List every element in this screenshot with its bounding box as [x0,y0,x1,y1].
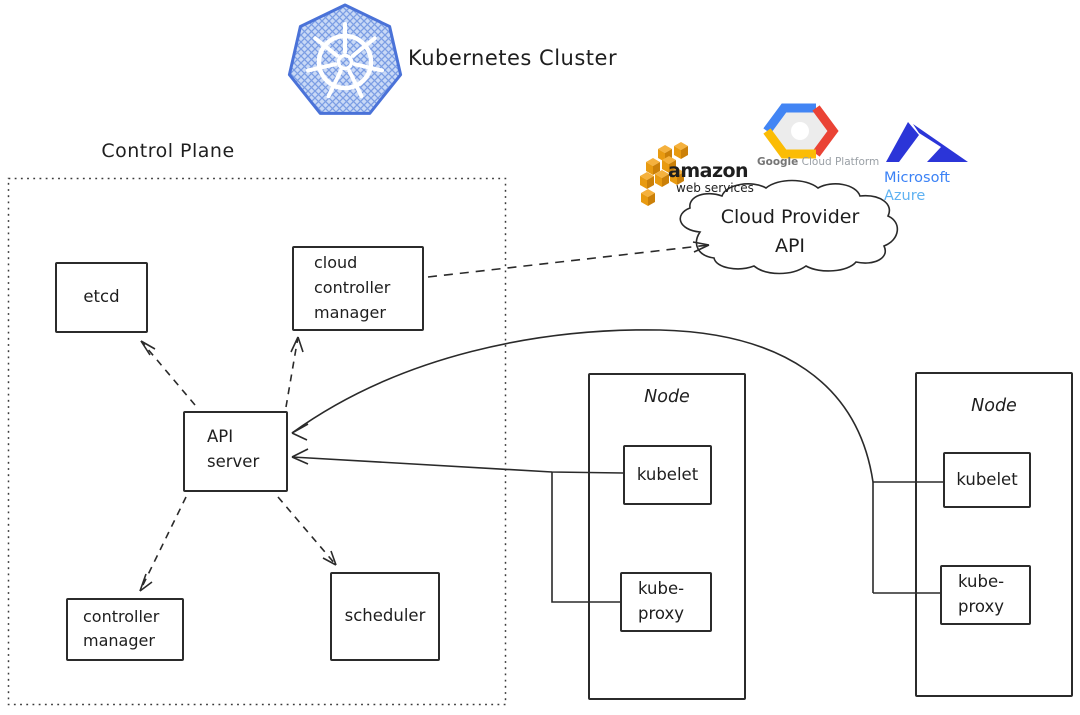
cloud-provider-api-shape [679,179,899,275]
api-server-label: API server [207,427,260,471]
gcp-logo-icon [763,103,839,159]
solid-connectors [291,329,943,603]
cloudapi-arrowhead [692,241,710,253]
aws-wordmark: amazon [668,160,749,182]
node-1-box: Node [588,373,746,700]
node2-to-apiserver-curve [291,329,874,483]
azure-right-wing [913,124,968,162]
ccm-to-cloudapi-line [427,244,710,278]
gcp-wordmark: Google Cloud Platform [757,156,879,168]
dashed-connectors [139,241,710,592]
cloud-provider-api-label: Cloud Provider API [720,206,860,257]
control-plane-boundary [7,177,507,706]
gcp-blue-segment [763,103,816,134]
node-2-kube-proxy-label: kube-proxy [958,572,1005,616]
scheduler-label: scheduler [344,606,426,626]
node1-to-apiserver-line [291,456,624,474]
apiserver-to-scheduler-line [277,496,337,566]
gcp-yellow-segment [763,128,816,159]
ccm-arrowhead [290,336,304,353]
cloud-controller-manager-box: cloud controller manager [292,246,424,331]
controller-manager-label: controller manager [83,607,160,650]
node-1-kube-proxy-label: kube-proxy [638,579,685,623]
node-2-box: Node [915,372,1073,697]
node1-bracket [551,472,620,603]
gcp-center-circle [791,122,809,140]
apiserver-to-controllermanager-line [139,496,187,592]
azure-wordmark-line2: Azure [884,188,926,204]
gcp-red-segment [812,105,839,157]
node-1-kube-proxy-box: kube-proxy [620,572,712,632]
k8s-wheel-spokes [306,22,384,99]
apiserver-to-ccm-line [285,336,299,408]
cloud-controller-manager-label: cloud controller manager [314,253,391,322]
etcd-box: etcd [55,262,148,333]
azure-left-wing [886,122,919,162]
scheduler-arrowhead [322,550,337,566]
node-2-label: Node [971,396,1017,416]
gcp-rest-text: Cloud Platform [801,156,880,168]
node-2-kubelet-label: kubelet [956,469,1018,489]
node-1-kubelet-label: kubelet [636,464,699,484]
etcd-label: etcd [83,287,120,307]
node-1-kubelet-box: kubelet [623,445,712,505]
control-plane-label: Control Plane [101,140,235,162]
apiserver-arrowhead-top [291,423,309,441]
api-server-box: API server [183,411,288,492]
kubernetes-logo-icon [287,3,403,115]
node2-bracket [872,481,943,594]
apiserver-arrowhead-bottom [291,448,309,465]
k8s-wheel-hub [336,53,354,71]
azure-wordmark-line1: Microsoft [884,170,950,186]
azure-logo-icon [886,122,968,162]
scheduler-box: scheduler [330,572,440,661]
node-1-label: Node [644,387,690,407]
controller-manager-box: controller manager [66,598,184,661]
etcd-arrowhead [140,340,156,356]
controllermanager-arrowhead [139,573,153,592]
gcp-brand-text: Google [757,156,799,168]
k8s-heptagon [287,3,403,115]
node-2-kubelet-box: kubelet [943,452,1031,508]
aws-subtext: web services [676,181,754,195]
apiserver-to-etcd-line [140,340,196,406]
diagram-title: Kubernetes Cluster [408,46,618,70]
node-2-kube-proxy-box: kube-proxy [940,565,1031,625]
